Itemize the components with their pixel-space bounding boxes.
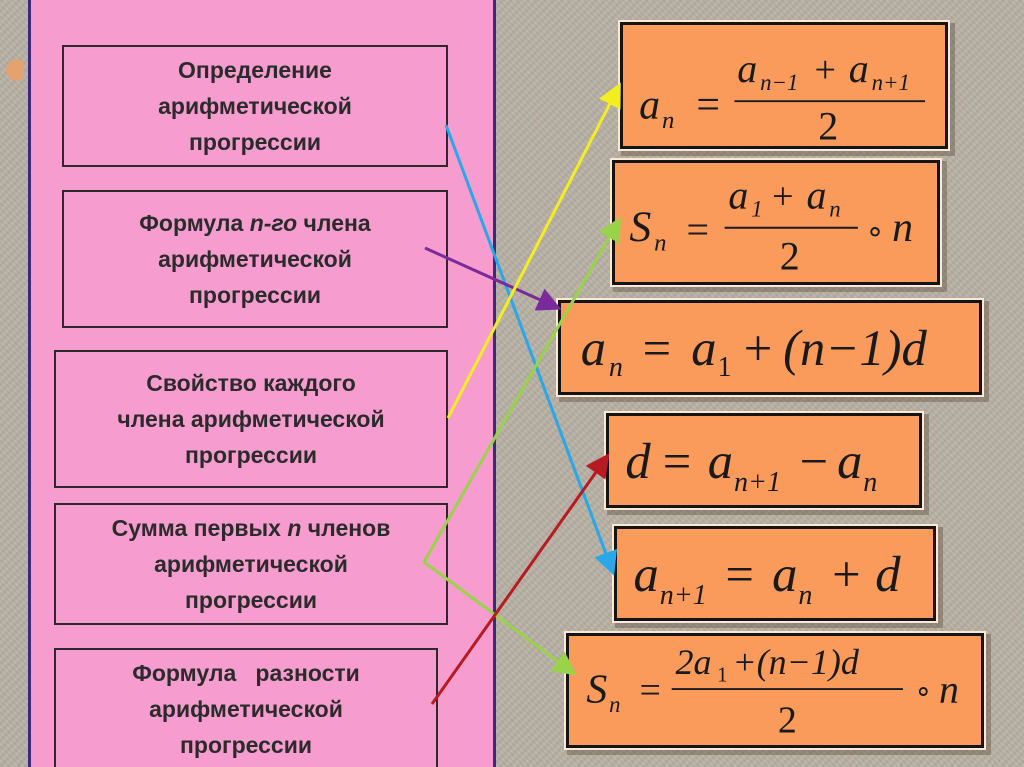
math-operator: −: [800, 433, 829, 489]
math-symbol: a: [772, 546, 797, 602]
math-equals: =: [696, 82, 720, 128]
math-subscript: n+1: [734, 467, 781, 498]
concept-line: арифметической: [158, 246, 352, 272]
concept-definition[interactable]: Определение арифметической прогрессии: [62, 45, 448, 167]
formula-difference[interactable]: d = a n+1 − a n: [606, 413, 922, 508]
math-subscript: n−1: [760, 70, 798, 95]
math-symbol: a: [691, 320, 716, 376]
math-operator: ∘: [914, 676, 932, 707]
math-denominator: 2: [780, 234, 800, 279]
math-subscript: n: [829, 196, 840, 221]
math-subscript: n+1: [660, 580, 707, 611]
concept-text-part: члена: [297, 210, 371, 236]
decorative-corner: [0, 40, 24, 100]
concept-line: прогрессии: [185, 442, 317, 468]
formula-recurrence[interactable]: a n+1 = a n + d: [614, 526, 936, 621]
math-subscript: 1: [718, 352, 732, 383]
concept-line: члена арифметической: [117, 406, 385, 432]
formula-sum-basic-svg: S n = a 1 + a n 2 ∘ n: [629, 173, 913, 279]
concept-sum-text: Сумма первых n членов арифметической про…: [112, 510, 391, 618]
concept-text-part: Формула: [139, 210, 250, 236]
math-symbol: a: [737, 46, 757, 91]
formula-nth-term[interactable]: a n = a 1 + (n−1)d: [558, 300, 982, 395]
concept-line: прогрессии: [189, 282, 321, 308]
concept-definition-text: Определение арифметической прогрессии: [158, 52, 352, 160]
concept-text-italic: n: [287, 515, 302, 541]
math-subscript: n: [609, 692, 620, 717]
math-equals: =: [643, 320, 672, 376]
concept-nth-term[interactable]: Формула n-го члена арифметической прогре…: [62, 190, 448, 328]
math-symbol: a: [581, 320, 606, 376]
math-symbol: a: [634, 546, 659, 602]
math-equals: =: [663, 433, 692, 489]
concept-text-part: Сумма первых: [111, 515, 288, 541]
math-symbol: n: [939, 667, 959, 711]
math-operator: ∘: [865, 214, 884, 248]
math-symbol: a: [806, 173, 826, 218]
formula-sum-full[interactable]: S n = 2a 1 +(n−1)d 2 ∘ n: [566, 633, 984, 748]
concept-line: арифметической: [158, 93, 352, 119]
math-equals: =: [639, 669, 660, 711]
math-subscript: 1: [717, 662, 727, 686]
math-symbol: d: [625, 433, 651, 489]
math-operator: +: [814, 49, 836, 91]
math-equals: =: [725, 546, 754, 602]
concept-line: арифметической: [149, 695, 343, 722]
concept-line: прогрессии: [189, 129, 321, 155]
math-operator: +: [744, 320, 773, 376]
math-operator: +: [772, 176, 793, 218]
math-subscript: n: [662, 107, 674, 134]
concept-line: Сумма первых n членов: [112, 510, 391, 546]
math-symbol: a: [708, 433, 733, 489]
formula-nth-term-svg: a n = a 1 + (n−1)d: [581, 320, 928, 383]
math-subscript: n: [798, 580, 812, 611]
math-operator: +: [832, 546, 861, 602]
concept-nth-term-text: Формула n-го члена арифметической прогре…: [139, 205, 370, 313]
concept-sum[interactable]: Сумма первых n членов арифметической про…: [54, 503, 448, 625]
math-symbol: n: [892, 205, 913, 251]
math-expression: (n−1)d: [783, 320, 927, 376]
formula-recurrence-svg: a n+1 = a n + d: [634, 546, 902, 611]
math-subscript: 1: [751, 196, 762, 221]
math-symbol: S: [586, 666, 607, 712]
math-subscript: n: [863, 467, 877, 498]
concept-property[interactable]: Свойство каждого члена арифметической пр…: [54, 350, 448, 488]
math-denominator: 2: [818, 103, 838, 146]
concept-line: Определение: [178, 57, 332, 83]
concept-difference-text: Формула разности арифметической прогресс…: [132, 655, 360, 763]
math-equals: =: [687, 207, 710, 252]
math-symbol: S: [629, 203, 651, 251]
formula-property[interactable]: a n = a n−1 + a n+1 2: [620, 22, 948, 149]
math-subscript: n: [654, 230, 666, 257]
math-symbol: 2a: [675, 642, 711, 682]
math-subscript: n: [609, 352, 623, 383]
concept-text-part: членов: [301, 515, 391, 541]
formula-difference-svg: d = a n+1 − a n: [625, 433, 877, 498]
concept-line: Формула разности: [132, 659, 360, 686]
math-denominator: 2: [778, 700, 797, 742]
math-symbol: a: [639, 82, 660, 128]
math-subscript: n+1: [872, 70, 910, 95]
formula-sum-full-svg: S n = 2a 1 +(n−1)d 2 ∘ n: [586, 642, 959, 742]
math-expression: +(n−1)d: [732, 642, 860, 682]
math-symbol: a: [728, 173, 748, 218]
concept-text-italic: n-го: [249, 210, 298, 236]
concept-line: Свойство каждого: [146, 370, 356, 396]
math-symbol: a: [837, 433, 862, 489]
math-symbol: d: [875, 546, 901, 602]
concept-line: прогрессии: [180, 731, 312, 758]
formula-property-svg: a n = a n−1 + a n+1 2: [639, 46, 926, 146]
concept-difference[interactable]: Формула разности арифметической прогресс…: [54, 648, 438, 767]
concept-line: арифметической: [154, 551, 348, 577]
math-symbol: a: [849, 46, 869, 91]
concept-line: Формула n-го члена: [139, 205, 370, 241]
concept-property-text: Свойство каждого члена арифметической пр…: [117, 365, 384, 473]
concept-line: прогрессии: [185, 587, 317, 613]
formula-sum-basic[interactable]: S n = a 1 + a n 2 ∘ n: [612, 160, 940, 285]
